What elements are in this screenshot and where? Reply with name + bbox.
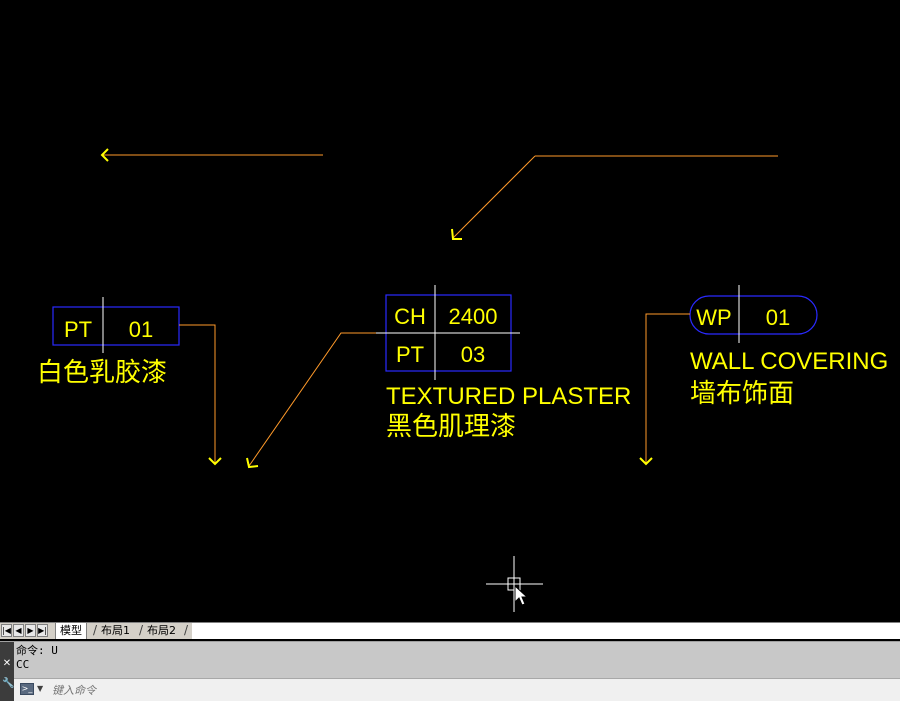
tab-separator: / <box>184 623 189 637</box>
tag-description: 白色乳胶漆 <box>37 357 167 387</box>
arrowhead-down-left-icon <box>246 457 259 469</box>
tag-code: PT <box>396 342 424 367</box>
tab-separator: / <box>93 623 98 637</box>
tag-description: 黑色肌理漆 <box>386 411 516 441</box>
tag-height: 2400 <box>449 304 498 329</box>
tab-layout2[interactable]: 布局2 <box>147 624 176 637</box>
command-history: 命令: U CC <box>16 644 896 678</box>
layout-tab-bar: |◀ ◀ ▶ ▶| 模型 / 布局1 / 布局2 / <box>0 622 900 639</box>
tab-bar-fill <box>192 623 900 639</box>
tag-description: WALL COVERING <box>690 348 888 375</box>
material-tag-ch2400[interactable]: CH 2400 PT 03 <box>376 285 520 380</box>
tag-border <box>52 306 180 346</box>
leader-line <box>179 324 216 464</box>
wrench-icon[interactable]: 🔧 <box>2 678 15 689</box>
crosshair-cursor-icon <box>486 556 543 612</box>
mouse-pointer-icon <box>514 584 529 606</box>
chevron-down-icon[interactable]: ▼ <box>37 684 44 693</box>
leader-line <box>248 332 376 467</box>
tag-description: 墙布饰面 <box>690 378 794 408</box>
command-input[interactable] <box>50 681 894 700</box>
tag-border <box>689 295 818 335</box>
tag-number: 01 <box>129 317 153 342</box>
tag-number: 03 <box>461 342 485 367</box>
drawing-canvas[interactable]: PT 01 白色乳胶漆 CH 2400 PT 03 TEXTURED PLAST… <box>0 0 900 622</box>
command-prompt-icon[interactable]: >_ <box>20 683 34 695</box>
command-window: ✕ 🔧 命令: U CC >_ ▼ <box>0 641 900 701</box>
prev-tab-button[interactable]: ◀ <box>13 624 24 637</box>
command-input-row: >_ ▼ <box>14 678 900 701</box>
tag-code: WP <box>696 305 731 330</box>
tag-code: PT <box>64 317 92 342</box>
history-line: 命令: U <box>16 644 58 657</box>
command-window-grip[interactable]: ✕ 🔧 <box>0 642 14 701</box>
tab-model[interactable]: 模型 <box>55 623 87 639</box>
leader-line <box>452 155 536 239</box>
first-tab-button[interactable]: |◀ <box>1 624 12 637</box>
arrowhead-down-icon <box>639 457 653 466</box>
close-icon[interactable]: ✕ <box>2 658 12 669</box>
tab-layout1[interactable]: 布局1 <box>101 624 130 637</box>
last-tab-button[interactable]: ▶| <box>37 624 48 637</box>
arrowhead-down-icon <box>208 457 222 466</box>
tag-number: 01 <box>766 305 790 330</box>
tag-description: TEXTURED PLASTER <box>386 383 631 410</box>
drawing-svg: PT 01 白色乳胶漆 CH 2400 PT 03 TEXTURED PLAST… <box>37 148 888 612</box>
next-tab-button[interactable]: ▶ <box>25 624 36 637</box>
arrowhead-down-left-icon <box>451 228 462 240</box>
material-tag-wp01[interactable]: WP 01 <box>689 285 818 343</box>
history-line: CC <box>16 658 30 671</box>
tab-separator: / <box>139 623 144 637</box>
arrowhead-left-icon <box>100 148 109 162</box>
leader-line <box>645 313 690 464</box>
material-tag-pt01[interactable]: PT 01 <box>52 297 180 353</box>
tag-code: CH <box>394 304 426 329</box>
